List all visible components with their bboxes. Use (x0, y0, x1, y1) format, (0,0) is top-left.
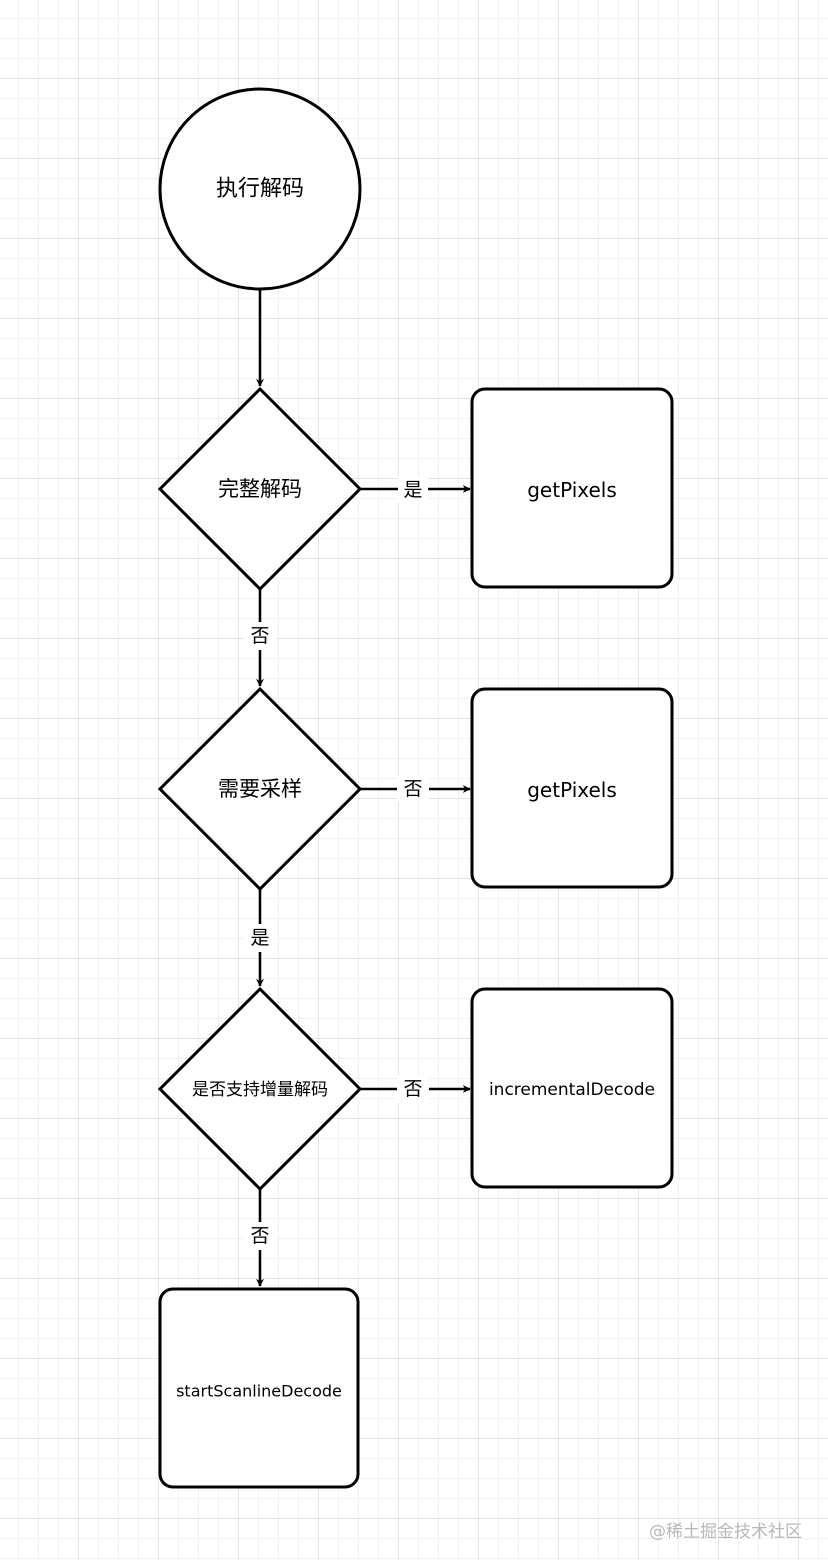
edge-label-incremental-no-right: 否 (397, 1075, 429, 1103)
edge-label-sampling-no: 否 (397, 776, 429, 802)
edge-label-incremental-no-down-text: 否 (250, 1225, 269, 1247)
edge-label-incremental-no-right-text: 否 (403, 1078, 422, 1100)
edge-label-sampling-yes: 是 (244, 924, 276, 952)
getpixels-box-2: getPixels (470, 687, 674, 889)
start-node-label: 执行解码 (216, 177, 304, 202)
edge-label-full-yes: 是 (398, 477, 428, 503)
incremental-support-decision-label: 是否支持增量解码 (192, 1080, 328, 1100)
incremental-decode-box-label: incrementalDecode (489, 1080, 655, 1100)
full-decode-decision: 完整解码 (157, 386, 363, 592)
scanline-decode-box-label: startScanlineDecode (176, 1382, 342, 1401)
edge-label-full-yes-text: 是 (403, 479, 422, 501)
incremental-decode-box: incrementalDecode (470, 987, 674, 1189)
getpixels-box-2-label: getPixels (527, 778, 617, 802)
getpixels-box-1-label: getPixels (527, 478, 617, 502)
need-sampling-decision: 需要采样 (157, 686, 363, 892)
need-sampling-decision-label: 需要采样 (218, 777, 302, 801)
edge-label-sampling-no-text: 否 (403, 778, 422, 800)
edge-label-incremental-no-down: 否 (244, 1222, 276, 1250)
edge-label-full-no-text: 否 (250, 625, 269, 647)
edge-label-sampling-yes-text: 是 (250, 927, 269, 949)
getpixels-box-1: getPixels (470, 387, 674, 589)
watermark: @稀土掘金技术社区 (649, 1522, 802, 1542)
edge-label-full-no: 否 (244, 622, 276, 650)
incremental-support-decision: 是否支持增量解码 (157, 986, 363, 1192)
scanline-decode-box: startScanlineDecode (158, 1287, 360, 1489)
start-node: 执行解码 (158, 87, 362, 291)
full-decode-decision-label: 完整解码 (218, 477, 302, 501)
